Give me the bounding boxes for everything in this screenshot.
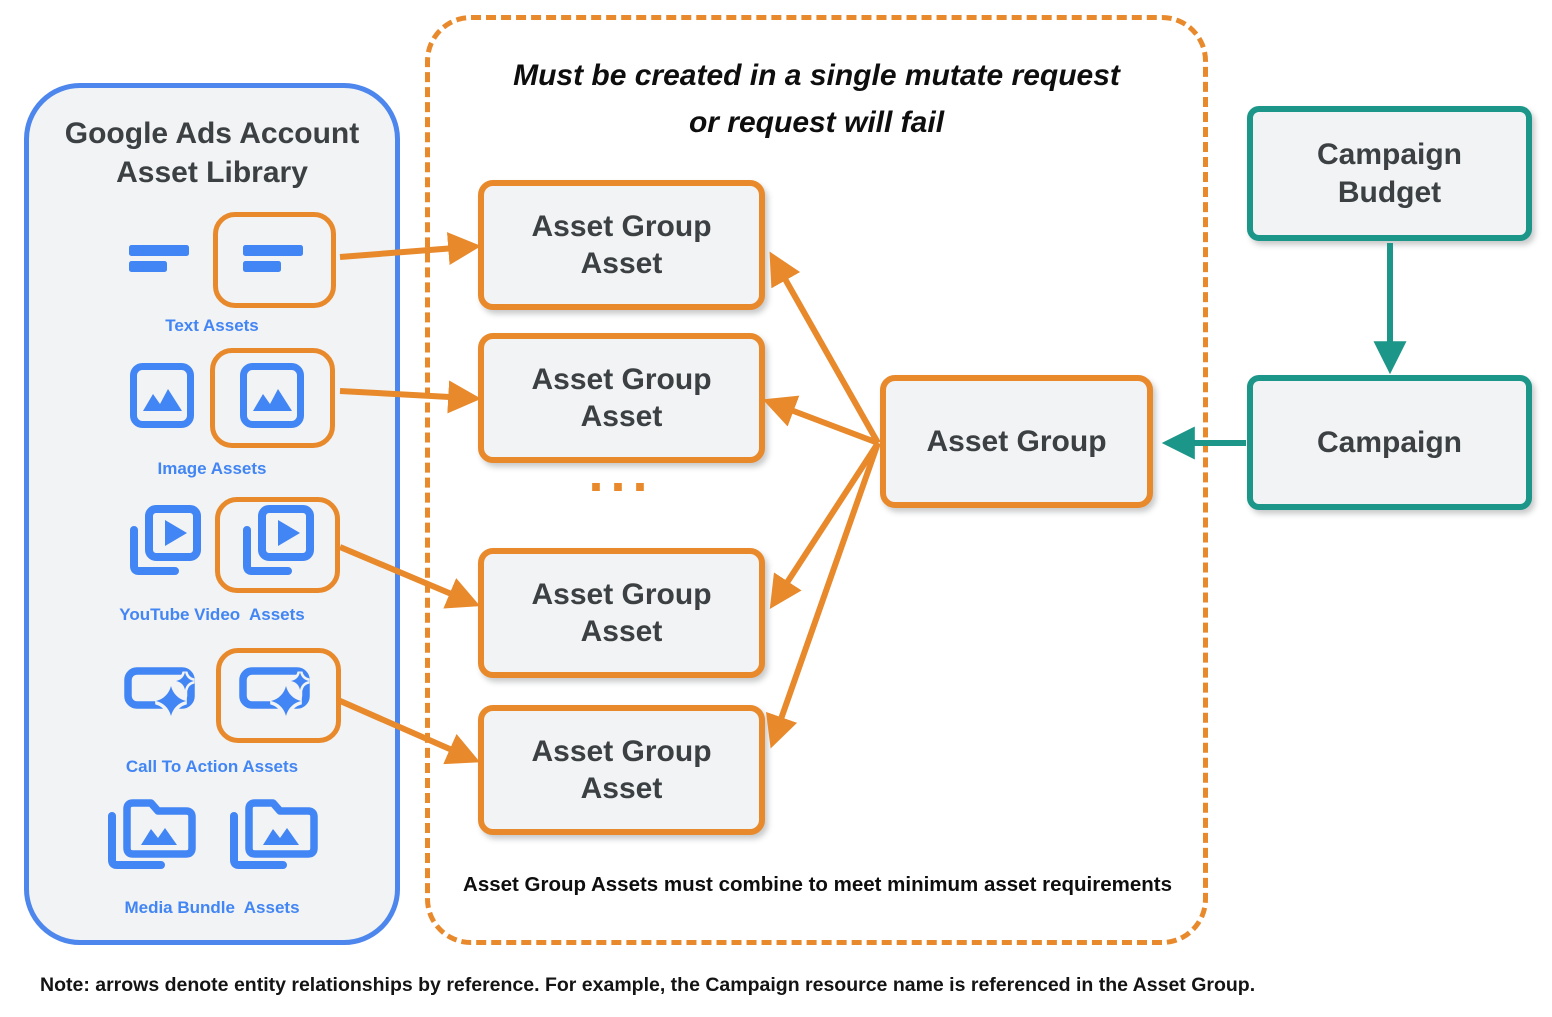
youtube-assets-icon-row — [125, 497, 340, 593]
asset-library-title: Google Ads Account Asset Library — [64, 117, 360, 189]
cta-assets-highlight-ring — [215, 648, 341, 743]
image-assets-label: Image Assets — [157, 459, 267, 478]
campaign-budget-box: Campaign Budget — [1247, 106, 1532, 241]
cta-sparkle-icon — [239, 667, 317, 724]
image-assets-icon-row — [129, 348, 335, 448]
asset-group-asset-box-3: Asset Group Asset — [478, 548, 765, 678]
image-assets-highlight-ring — [209, 348, 335, 448]
text-lines-icon — [128, 242, 191, 279]
reference-note: Note: arrows denote entity relationships… — [40, 974, 1256, 996]
media-bundle-icon — [104, 795, 198, 878]
text-lines-icon — [243, 242, 305, 279]
library-group-youtube-assets: YouTube Video Assets — [29, 497, 395, 625]
media-bundle-icon-row — [104, 795, 320, 878]
cta-assets-label: Call To Action Assets — [125, 757, 299, 776]
asset-library-panel: Google Ads Account Asset Library — [24, 83, 400, 945]
library-group-text-assets: Text Assets — [29, 212, 395, 336]
mutate-footnote: Asset Group Assets must combine to meet … — [463, 873, 1172, 896]
library-group-image-assets: Image Assets — [29, 348, 395, 479]
asset-group-asset-box-4: Asset Group Asset — [478, 705, 765, 835]
more-assets-ellipsis: ... — [588, 443, 655, 503]
image-icon — [240, 362, 304, 434]
youtube-assets-highlight-ring — [214, 497, 340, 593]
text-assets-icon-row — [128, 212, 336, 308]
mutate-request-title: Must be created in a single mutate reque… — [425, 52, 1208, 147]
image-icon — [129, 362, 194, 434]
cta-assets-icon-row — [123, 648, 341, 743]
youtube-assets-label: YouTube Video Assets — [119, 605, 305, 624]
video-play-icon — [125, 503, 203, 588]
library-group-cta-assets: Call To Action Assets — [29, 648, 395, 777]
asset-group-box: Asset Group — [880, 375, 1153, 508]
media-bundle-assets-label: Media Bundle Assets — [124, 898, 300, 917]
cta-sparkle-icon — [123, 667, 202, 724]
campaign-box: Campaign — [1247, 375, 1532, 510]
mutate-title-line1: Must be created in a single mutate reque… — [513, 59, 1120, 92]
text-assets-highlight-ring — [212, 212, 336, 308]
text-assets-label: Text Assets — [165, 316, 259, 335]
library-group-media-bundle-assets: Media Bundle Assets — [29, 795, 395, 918]
media-bundle-icon — [226, 795, 320, 878]
mutate-title-line2: or request will fail — [688, 106, 945, 140]
video-play-icon — [238, 503, 316, 588]
asset-group-asset-box-1: Asset Group Asset — [478, 180, 765, 310]
